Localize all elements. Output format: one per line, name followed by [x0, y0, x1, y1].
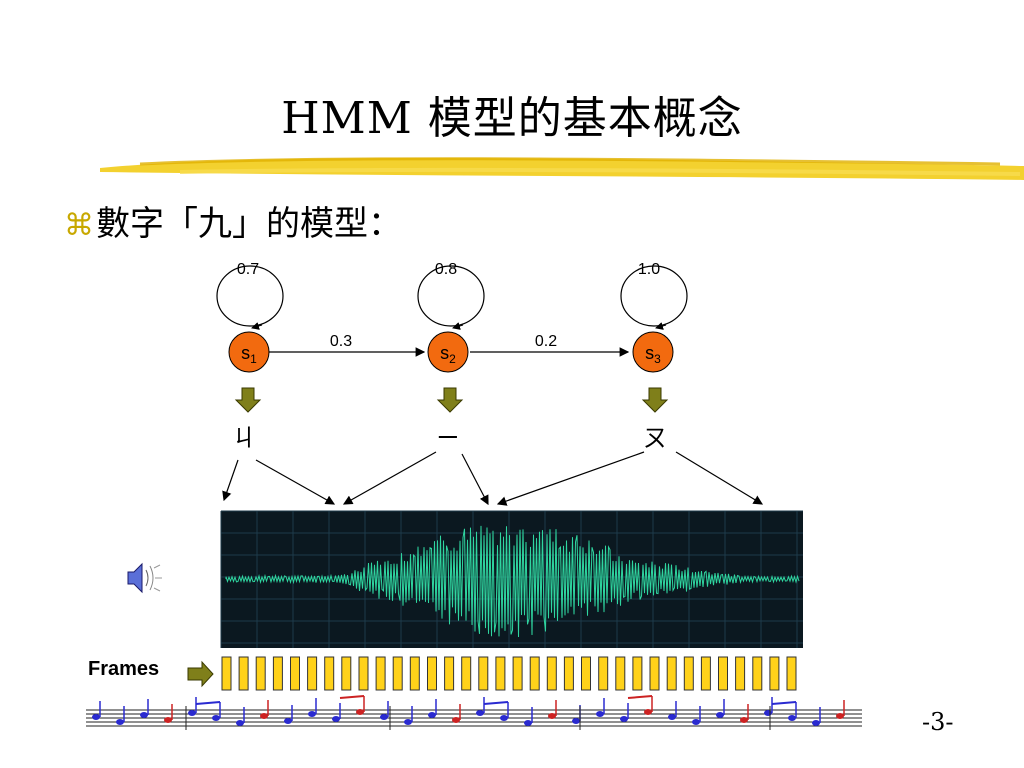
music-note-icon: [308, 711, 316, 717]
frame-box: [666, 656, 677, 691]
music-note-icon: [332, 716, 340, 722]
frame-box: [290, 656, 300, 691]
state-s2: s2: [427, 331, 469, 373]
music-note-icon: [428, 712, 436, 718]
music-note-icon: [116, 719, 124, 725]
music-note-icon: [164, 717, 172, 723]
frame-box: [461, 656, 472, 691]
frame-box: [392, 656, 403, 691]
frame-box: [324, 656, 335, 691]
self-loop-s2: [417, 265, 485, 327]
segment-arrows: [222, 451, 764, 506]
music-note-icon: [620, 716, 628, 722]
frame-box: [512, 656, 523, 691]
frame-box: [358, 656, 369, 691]
waveform-panel: [221, 511, 803, 648]
music-note-icon: [812, 720, 820, 726]
svg-text:s1: s1: [241, 343, 257, 366]
frame-box: [375, 656, 386, 691]
frames-label: Frames: [88, 658, 160, 680]
music-note-icon: [692, 719, 700, 725]
music-note-icon: [452, 717, 460, 723]
svg-text:s3: s3: [645, 343, 661, 366]
music-note-icon: [356, 709, 364, 715]
frame-box: [444, 656, 455, 691]
music-note-icon: [476, 710, 484, 716]
transition-prob-2: 0.2: [535, 333, 557, 350]
frame-box: [769, 656, 780, 691]
music-note-icon: [284, 718, 292, 724]
frame-box: [615, 656, 626, 691]
frame-box: [718, 656, 728, 691]
frame-box: [255, 656, 266, 691]
title-underline-brush: [100, 157, 1024, 180]
music-note-icon: [212, 715, 220, 721]
frame-box: [735, 656, 746, 691]
music-note-icon: [836, 713, 844, 719]
music-note-icon: [668, 714, 676, 720]
bullet-text: 數字「九」的模型：: [96, 204, 402, 244]
speech-waveform: [225, 525, 800, 638]
frames-row: [221, 656, 797, 691]
music-note-icon: [260, 713, 268, 719]
music-note-icon: [524, 720, 532, 726]
frame-box: [341, 656, 352, 691]
self-prob-s2: 0.8: [435, 261, 457, 278]
frame-box: [478, 656, 489, 691]
frame-box: [563, 656, 574, 691]
music-note-icon: [548, 713, 556, 719]
music-note-icon: [140, 712, 148, 718]
self-loop-s1: [216, 265, 284, 327]
music-note-icon: [788, 715, 796, 721]
self-prob-s3: 1.0: [638, 261, 660, 278]
frame-box: [546, 656, 557, 691]
page-title: HMM 模型的基本概念: [281, 93, 743, 144]
emission-symbol-3: ㄡ: [643, 424, 667, 452]
self-prob-s1: 0.7: [237, 261, 259, 278]
frame-box: [700, 656, 711, 691]
frame-box: [752, 656, 763, 691]
bullet-icon: ⌘: [64, 208, 94, 243]
bullet-item: ⌘數字「九」的模型：: [64, 196, 402, 245]
music-note-icon: [644, 709, 652, 715]
emission-symbol-1: ㄐ: [232, 424, 256, 452]
music-note-icon: [572, 718, 580, 724]
frame-box: [598, 656, 609, 691]
self-loop-s3: [620, 265, 688, 327]
frame-box: [632, 656, 643, 691]
music-note-icon: [404, 719, 412, 725]
frame-box: [786, 656, 797, 691]
state-s1: s1: [228, 331, 270, 373]
music-note-icon: [188, 710, 196, 716]
music-note-icon: [92, 714, 100, 720]
frame-box: [427, 656, 437, 691]
frame-box: [529, 656, 540, 691]
frame-box: [683, 656, 694, 691]
svg-text:s2: s2: [440, 343, 456, 366]
music-note-icon: [716, 712, 724, 718]
page-number: -3-: [922, 708, 954, 736]
state-s3: s3: [632, 331, 674, 373]
emission-symbol-2: ㄧ: [436, 424, 460, 452]
frame-box: [238, 656, 249, 691]
transition-prob-1: 0.3: [330, 333, 352, 350]
frames-arrow-icon: [187, 660, 214, 688]
music-note-icon: [764, 710, 772, 716]
frame-box: [409, 656, 420, 691]
frame-box: [221, 656, 232, 691]
music-note-icon: [236, 720, 244, 726]
speaker-icon[interactable]: [127, 562, 162, 594]
music-note-icon: [740, 717, 748, 723]
music-note-icon: [500, 715, 508, 721]
frame-box: [649, 656, 660, 691]
music-note-icon: [596, 711, 604, 717]
music-notes-strip: [86, 695, 862, 730]
frame-box: [581, 656, 591, 691]
frame-box: [272, 656, 283, 691]
frame-box: [307, 656, 318, 691]
down-arrow-icon: [234, 387, 669, 413]
music-note-icon: [380, 714, 388, 720]
frame-box: [495, 656, 506, 691]
